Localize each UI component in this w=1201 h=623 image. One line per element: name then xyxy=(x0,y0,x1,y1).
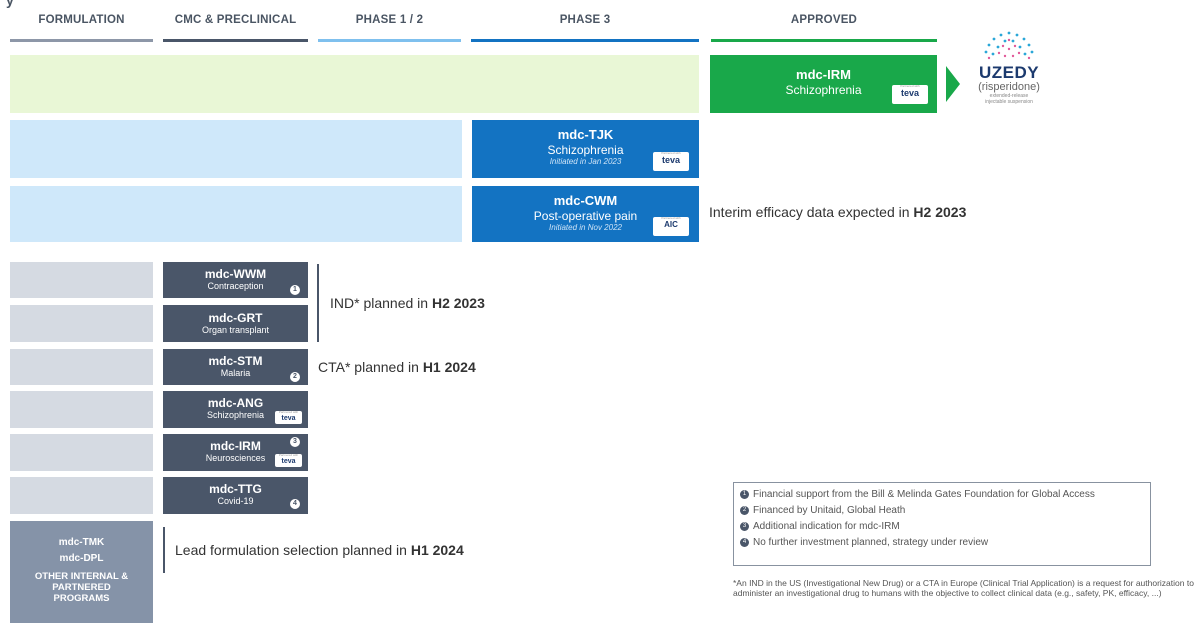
program-indication: Organ transplant xyxy=(201,325,270,335)
header-phase3: PHASE 3 xyxy=(559,14,611,26)
program-name: mdc-ANG xyxy=(207,396,264,410)
header-formulation: FORMULATION xyxy=(38,14,125,26)
header-line-phase12 xyxy=(318,39,461,42)
uzedy-logo: UZEDY (risperidone) extended-release inj… xyxy=(967,28,1051,124)
program-note: Initiated in Jan 2023 xyxy=(549,157,622,166)
program-note: Initiated in Nov 2022 xyxy=(549,223,622,232)
program-box-cwm: mdc-CWM Post-operative pain Initiated in… xyxy=(472,186,699,242)
uzedy-desc-1: extended-release xyxy=(989,93,1029,99)
header-line-approved xyxy=(711,39,937,42)
program-box-wwm: mdc-WWM Contraception 1 xyxy=(163,262,308,298)
program-name: mdc-TTG xyxy=(209,482,262,496)
program-box-stm: mdc-STM Malaria 2 xyxy=(163,349,308,385)
page-corner-text: y xyxy=(6,0,14,8)
program-label-other: OTHER INTERNAL & PARTNERED PROGRAMS xyxy=(34,571,129,604)
progress-bar-wwm xyxy=(10,262,153,298)
bracket-line-ind xyxy=(317,264,319,342)
footnote-badge: 2 xyxy=(290,372,300,382)
program-indication: Post-operative pain xyxy=(533,209,638,223)
annotation-lead: Lead formulation selection planned in H1… xyxy=(175,542,464,558)
footnote-badge: 4 xyxy=(290,499,300,509)
program-name: mdc-TJK xyxy=(557,127,614,142)
program-indication: Schizophrenia xyxy=(547,143,624,157)
program-indication: Covid-19 xyxy=(217,496,254,506)
program-indication: Malaria xyxy=(220,368,251,378)
header-phase12: PHASE 1 / 2 xyxy=(355,14,424,26)
header-cmc-preclinical: CMC & PRECLINICAL xyxy=(174,14,297,26)
annotation-cwm: Interim efficacy data expected in H2 202… xyxy=(709,204,967,220)
program-indication: Schizophrenia xyxy=(206,410,265,420)
footnote-badge: 3 xyxy=(290,437,300,447)
progress-bar-stm xyxy=(10,349,153,385)
program-name-dpl: mdc-DPL xyxy=(59,553,104,564)
arrow-right-icon xyxy=(946,66,960,102)
program-box-grt: mdc-GRT Organ transplant xyxy=(163,305,308,342)
program-name: mdc-GRT xyxy=(208,311,263,325)
program-box-other: mdc-TMK mdc-DPL OTHER INTERNAL & PARTNER… xyxy=(10,521,153,623)
program-name: mdc-CWM xyxy=(553,193,618,208)
program-name: mdc-STM xyxy=(208,354,263,368)
header-line-phase3 xyxy=(471,39,699,42)
program-indication: Contraception xyxy=(207,281,264,291)
footnote-badge: 1 xyxy=(290,285,300,295)
progress-bar-cwm xyxy=(10,186,462,242)
progress-bar-ttg xyxy=(10,477,153,514)
progress-bar-irm xyxy=(10,55,699,113)
uzedy-dots-icon xyxy=(984,31,1034,60)
header-line-formulation xyxy=(10,39,153,42)
program-box-tjk: mdc-TJK Schizophrenia Initiated in Jan 2… xyxy=(472,120,699,178)
program-name: mdc-WWM xyxy=(204,267,267,281)
progress-bar-ang xyxy=(10,391,153,428)
program-indication: Schizophrenia xyxy=(785,83,862,97)
progress-bar-grt xyxy=(10,305,153,342)
program-indication: Neurosciences xyxy=(205,453,266,463)
annotation-cta: CTA* planned in H1 2024 xyxy=(318,359,476,375)
annotation-ind: IND* planned in H2 2023 xyxy=(330,295,485,311)
header-line-cmc xyxy=(163,39,308,42)
program-box-ttg: mdc-TTG Covid-19 4 xyxy=(163,477,308,514)
program-name: mdc-IRM xyxy=(210,439,261,453)
program-name-tmk: mdc-TMK xyxy=(58,537,105,548)
program-name: mdc-IRM xyxy=(796,67,851,82)
uzedy-desc-2: injectable suspension xyxy=(985,99,1033,105)
uzedy-generic: (risperidone) xyxy=(978,81,1040,93)
progress-bar-tjk xyxy=(10,120,462,178)
uzedy-brand: UZEDY xyxy=(978,63,1040,82)
bracket-line-lead xyxy=(163,527,165,573)
footnote-ind-cta: *An IND in the US (Investigational New D… xyxy=(733,578,1194,598)
header-approved: APPROVED xyxy=(790,14,858,26)
progress-bar-irm2 xyxy=(10,434,153,471)
